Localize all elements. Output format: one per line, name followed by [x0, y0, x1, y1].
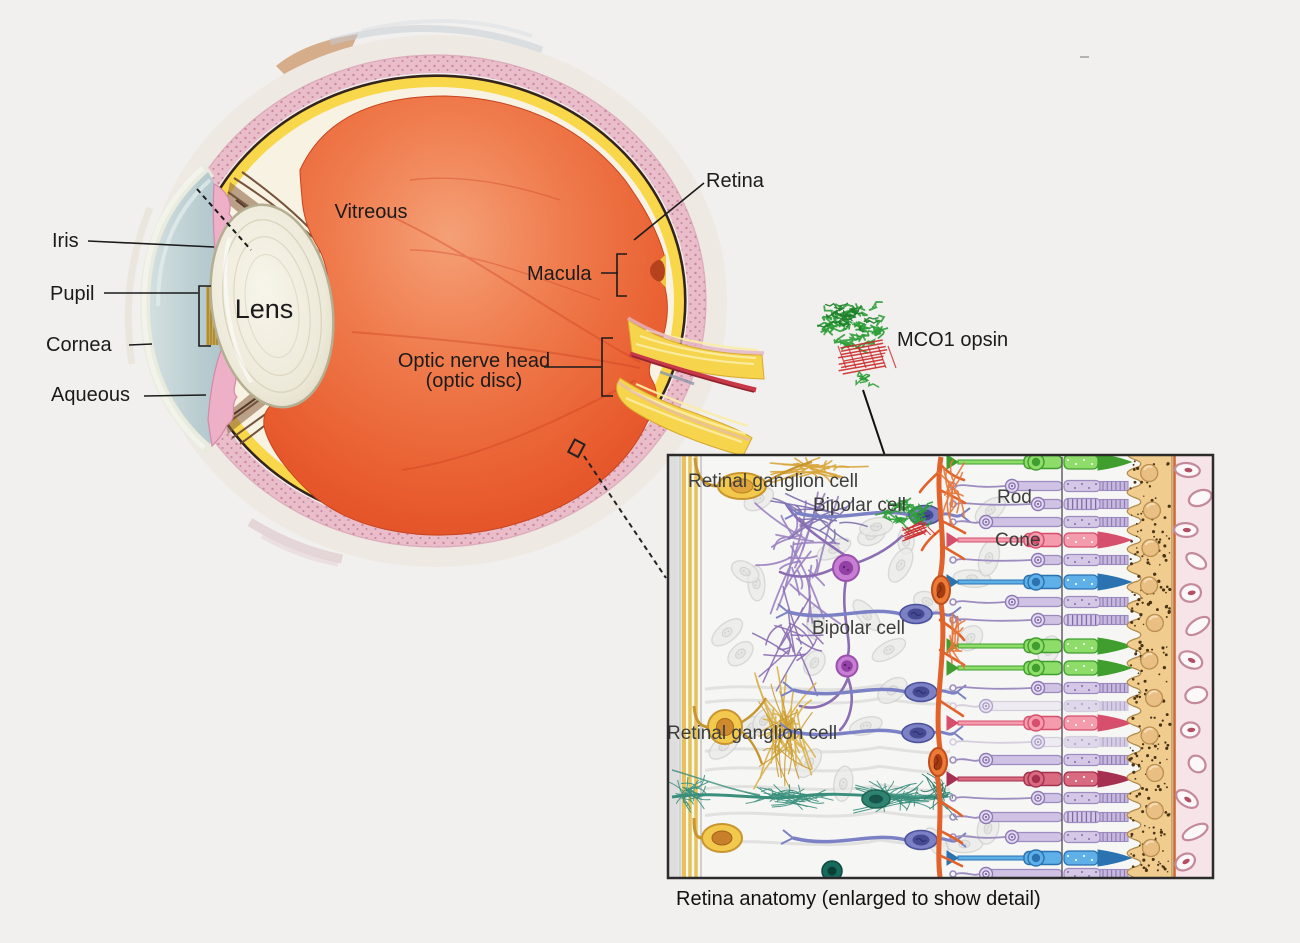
macula-bracket	[616, 253, 627, 297]
dashed-axis-line	[196, 188, 252, 251]
optic-disc-bracket	[601, 337, 613, 397]
label-aqueous: Aqueous	[51, 384, 130, 406]
inset-labels: Retinal ganglion cell Bipolar cell Rod C…	[667, 471, 1040, 744]
episcleral-tissue	[329, 25, 544, 54]
label-bipolar-mid: Bipolar cell	[812, 618, 905, 639]
mco1-opsin-structure	[816, 300, 897, 388]
pupil-bracket	[198, 285, 211, 347]
lens	[209, 203, 335, 409]
label-ganglion-top: Retinal ganglion cell	[688, 471, 858, 492]
zoom-dashed-connector	[583, 455, 667, 579]
retinal-ganglion-cells	[692, 457, 869, 853]
label-lens: Lens	[235, 294, 294, 324]
rpe-layer	[1126, 455, 1176, 878]
iris-leader	[87, 240, 215, 248]
label-ganglion-bottom: Retinal ganglion cell	[667, 723, 837, 744]
label-optic-disc: (optic disc)	[426, 370, 523, 392]
label-pupil: Pupil	[50, 283, 94, 305]
retina-inset: Retinal ganglion cell Bipolar cell Rod C…	[667, 455, 1213, 878]
choroid-layer	[1173, 455, 1213, 878]
optic-nerve	[616, 316, 765, 457]
inset-border	[666, 453, 1215, 880]
label-mco1-opsin: MCO1 opsin	[897, 329, 1008, 351]
eye-cross-section	[124, 19, 1089, 579]
label-bipolar-top: Bipolar cell	[813, 495, 906, 516]
label-macula: Macula	[527, 263, 592, 285]
label-retina: Retina	[706, 170, 765, 192]
zoom-source-box	[566, 438, 586, 459]
muller-cell	[918, 456, 967, 878]
label-rod: Rod	[997, 487, 1032, 508]
label-cornea: Cornea	[46, 334, 112, 356]
retina-leader	[633, 182, 705, 241]
eye-labels: Iris Pupil Cornea Aqueous Vitreous Lens …	[46, 170, 765, 406]
label-cone: Cone	[995, 530, 1040, 551]
label-vitreous: Vitreous	[334, 201, 407, 223]
inset-caption: Retina anatomy (enlarged to show detail)	[676, 888, 1041, 910]
amacrine-horizontal-cells	[668, 769, 958, 878]
label-iris: Iris	[52, 230, 79, 252]
aqueous-leader	[143, 394, 207, 397]
cornea-leader	[128, 343, 153, 346]
label-optic-nerve-head: Optic nerve head	[398, 350, 550, 372]
photoreceptor-layer	[946, 455, 1133, 878]
mco1-opsin-in-bipolar	[874, 497, 937, 542]
extraocular-muscle	[276, 34, 358, 78]
nerve-fiber-layer	[669, 455, 702, 878]
